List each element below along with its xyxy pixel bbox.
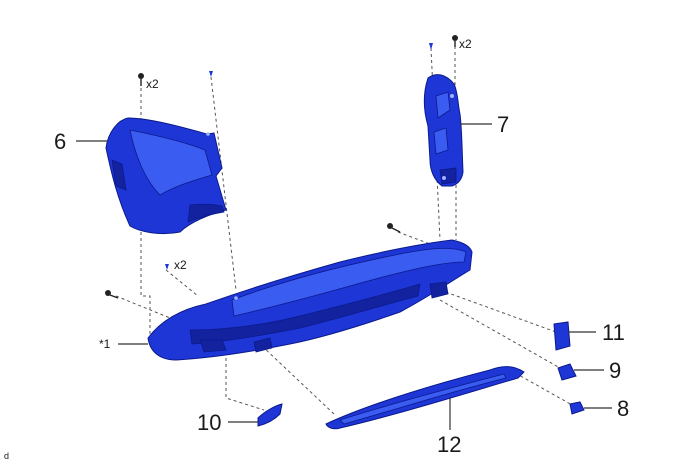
bumper-cover: [147, 239, 473, 361]
screw-mid-right-icon: [387, 223, 401, 233]
clip-right-top-icon: [429, 43, 433, 50]
part-7-right-bracket: [423, 74, 464, 187]
callout-labels: 6 7 11 9 8 10 12 *1 x2 x2 x2 d: [4, 37, 629, 461]
part-9-piece: [557, 363, 577, 381]
callout-8: 8: [617, 396, 629, 421]
callout-9: 9: [609, 358, 621, 383]
screw-left-top-icon: [138, 73, 144, 86]
screw-left-mid-icon: [105, 290, 119, 299]
corner-mark: d: [4, 451, 9, 461]
callout-10: 10: [197, 410, 221, 435]
leader-lines: [76, 123, 612, 430]
part-8-piece: [569, 401, 585, 415]
qty-clip-mid-left: x2: [174, 258, 187, 272]
callout-star1: *1: [99, 337, 111, 351]
callout-12: 12: [437, 432, 461, 457]
part-6-left-cover: [105, 117, 227, 235]
clip-mid-left-icon: [165, 264, 169, 270]
part-12-strip: [325, 366, 525, 430]
callout-7: 7: [497, 112, 509, 137]
part-11-piece: [553, 321, 571, 351]
screw-right-top-icon: [452, 35, 458, 47]
clip-left-top-icon: [209, 71, 213, 77]
qty-screw-left-top: x2: [146, 77, 159, 91]
part-10-piece: [257, 403, 283, 427]
callout-11: 11: [602, 320, 625, 345]
fasteners: [105, 35, 458, 299]
callout-6: 6: [54, 129, 66, 154]
qty-screw-right-top: x2: [459, 37, 472, 51]
